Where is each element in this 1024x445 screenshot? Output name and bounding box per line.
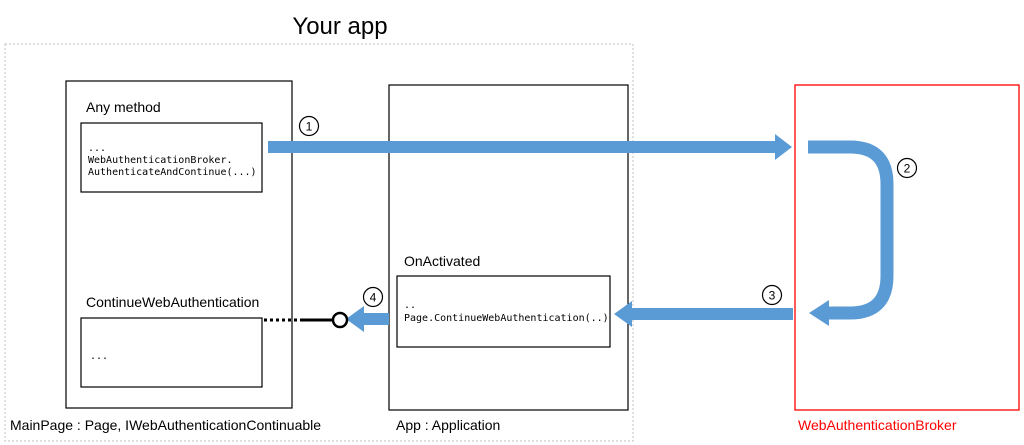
any-method-code-box xyxy=(80,122,263,193)
step-4-number: 4 xyxy=(370,291,377,305)
arrow-step-3 xyxy=(614,301,793,327)
on-activated-code-line-2: Page.ContinueWebAuthentication(..) xyxy=(404,313,609,324)
broker-box xyxy=(794,84,1020,411)
step-3-marker: 3 xyxy=(761,284,783,306)
app-box xyxy=(388,84,629,411)
step-1-number: 1 xyxy=(306,120,313,134)
arrow-step-4 xyxy=(346,306,389,332)
any-method-heading: Any method xyxy=(86,99,161,115)
arrow-step-1 xyxy=(268,134,792,160)
continue-method-code-box xyxy=(80,317,263,388)
step-3-number: 3 xyxy=(769,289,776,303)
on-activated-code-box xyxy=(396,275,611,348)
arrow-step-2 xyxy=(808,140,894,320)
app-title: Your app xyxy=(292,13,387,40)
continue-method-code-line-1: ... xyxy=(90,351,108,362)
any-method-code-line-2: WebAuthenticationBroker. xyxy=(88,155,233,166)
broker-label: WebAuthenticationBroker xyxy=(798,417,957,433)
app-frame xyxy=(4,43,634,442)
on-activated-code-line-1: .. xyxy=(404,300,416,311)
step-2-number: 2 xyxy=(904,162,911,176)
continue-method-heading: ContinueWebAuthentication xyxy=(86,294,259,310)
app-label: App : Application xyxy=(396,417,500,433)
main-page-box xyxy=(65,80,293,409)
any-method-code-line-3: AuthenticateAndContinue(...) xyxy=(88,167,257,178)
main-page-label: MainPage : Page, IWebAuthenticationConti… xyxy=(10,417,321,433)
interface-connector-icon xyxy=(331,311,349,329)
arrow-step-2-head xyxy=(809,300,829,326)
step-1-marker: 1 xyxy=(298,115,320,137)
on-activated-heading: OnActivated xyxy=(404,253,480,269)
step-2-marker: 2 xyxy=(896,157,918,179)
step-4-marker: 4 xyxy=(362,286,384,308)
any-method-code-line-1: ... xyxy=(88,143,106,154)
